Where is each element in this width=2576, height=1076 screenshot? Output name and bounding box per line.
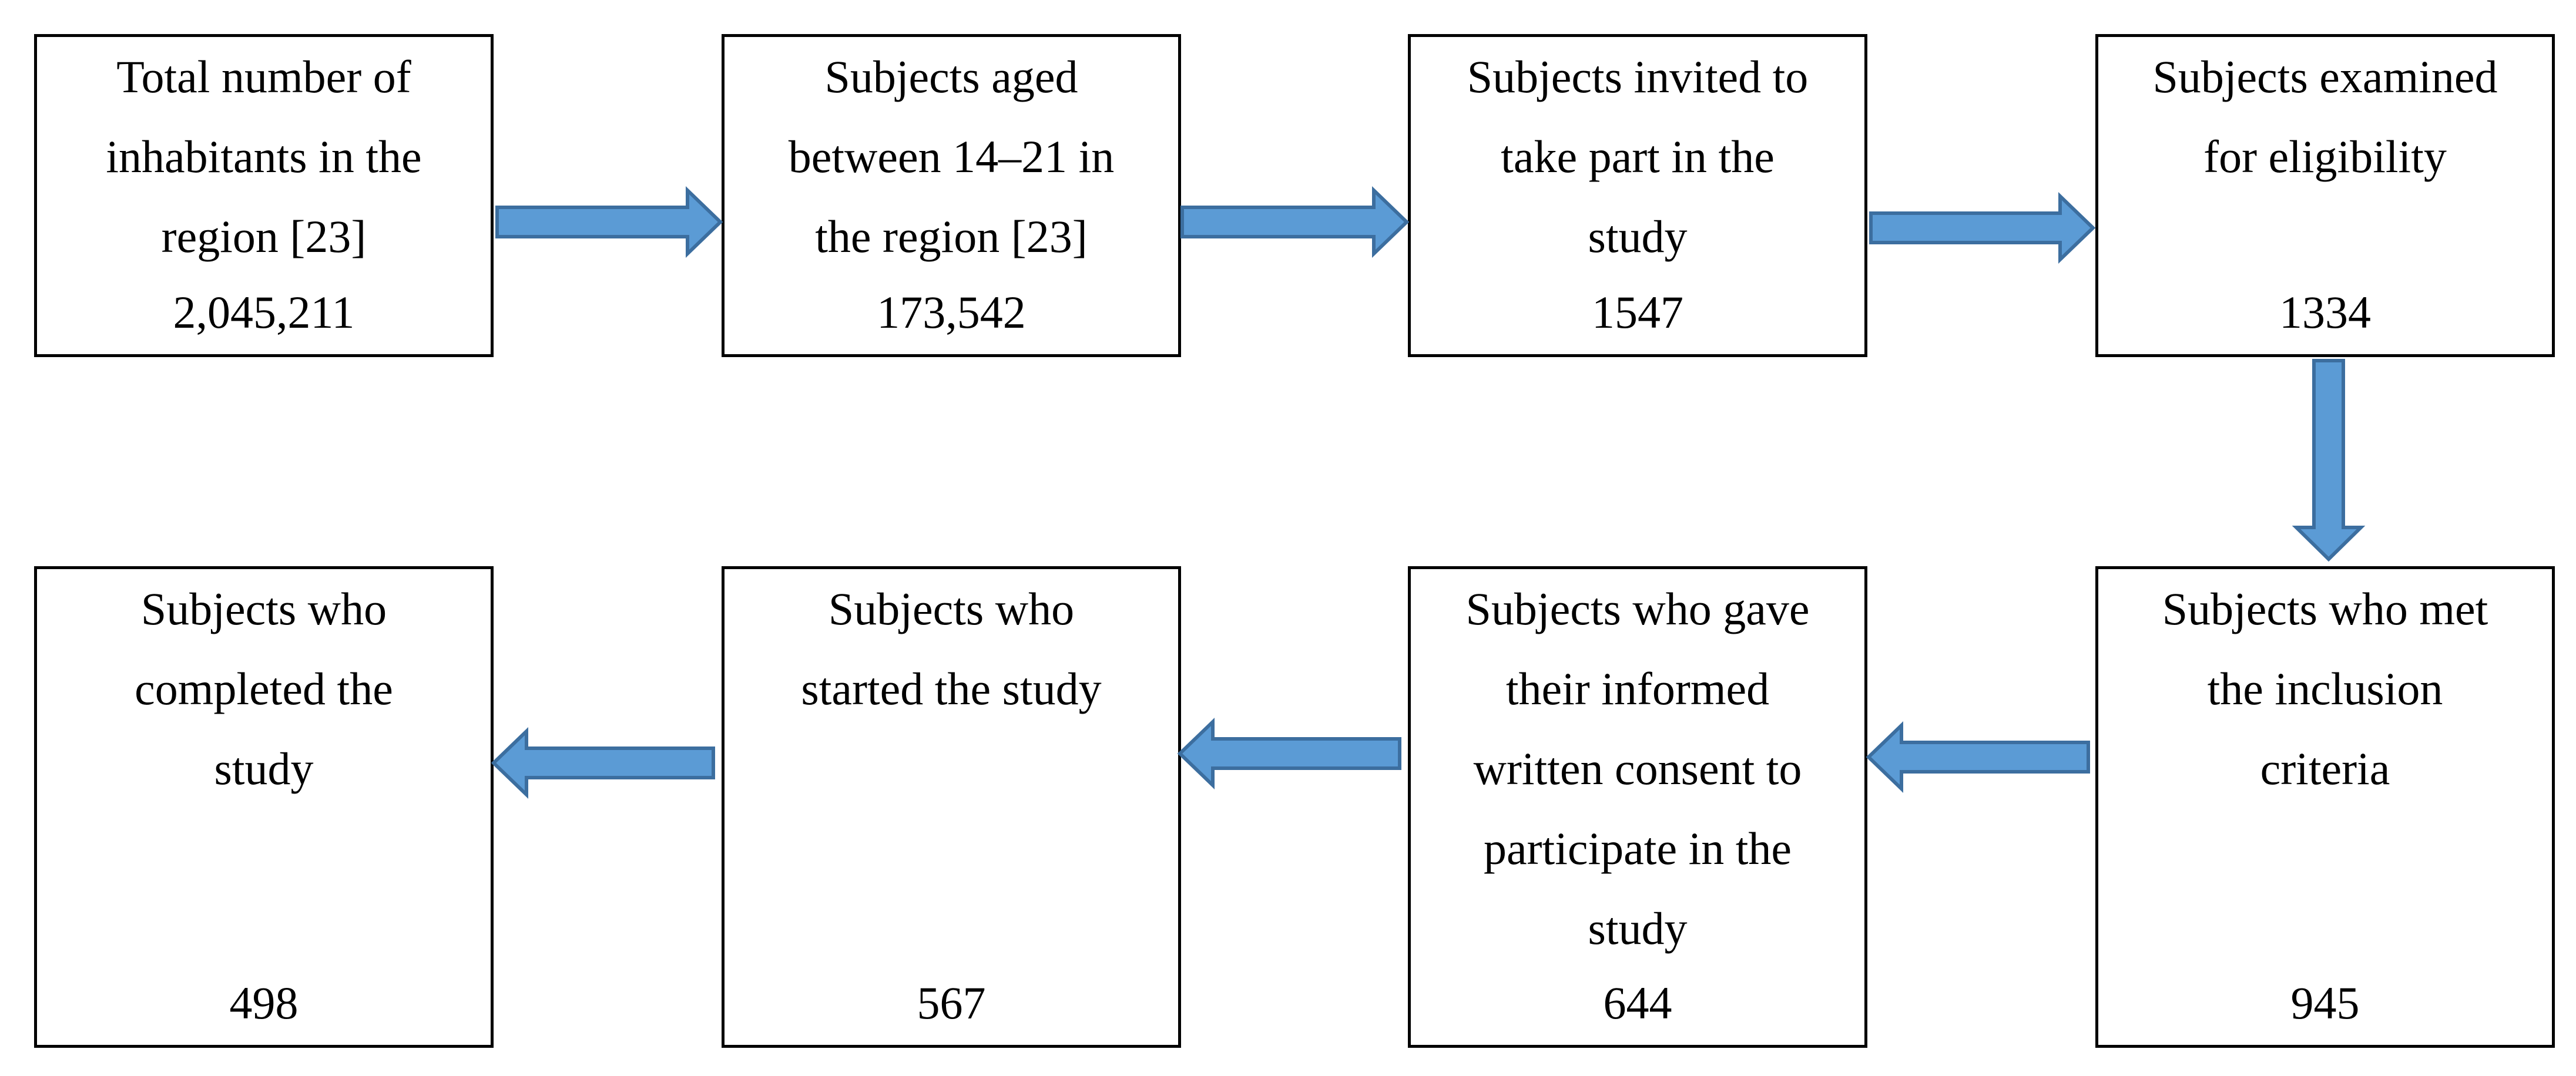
arrow-right-1-icon	[495, 186, 723, 258]
step-count: 567	[917, 977, 986, 1028]
step-subjects-aged-14-21: Subjects aged between 14–21 in the regio…	[722, 34, 1181, 357]
step-count: 2,045,211	[173, 287, 355, 338]
step-subjects-examined: Subjects examined for eligibility 1334	[2095, 34, 2555, 357]
arrow-right-3-icon	[1869, 191, 2096, 264]
arrow-right-2-icon	[1180, 186, 1410, 258]
step-completed-study: Subjects who completed the study 498	[34, 566, 494, 1048]
step-started-study: Subjects who started the study 567	[722, 566, 1181, 1048]
step-gave-informed-consent: Subjects who gave their informed written…	[1408, 566, 1867, 1048]
step-count: 644	[1603, 977, 1672, 1028]
arrow-left-2-icon	[1177, 717, 1401, 790]
step-total-inhabitants: Total number of inhabitants in the regio…	[34, 34, 494, 357]
step-label: Subjects who completed the study	[135, 583, 393, 794]
step-label: Total number of inhabitants in the regio…	[106, 51, 422, 262]
step-label: Subjects who met the inclusion criteria	[2162, 583, 2488, 794]
arrow-left-3-icon	[491, 727, 715, 799]
step-label: Subjects examined for eligibility	[2152, 51, 2498, 182]
step-label: Subjects who gave their informed written…	[1465, 583, 1810, 954]
arrow-left-1-icon	[1866, 721, 2090, 793]
step-count: 945	[2290, 977, 2360, 1028]
step-label: Subjects aged between 14–21 in the regio…	[788, 51, 1115, 262]
step-count: 1334	[2279, 287, 2371, 338]
step-label: Subjects invited to take part in the stu…	[1467, 51, 1809, 262]
step-count: 498	[229, 977, 298, 1028]
step-met-inclusion-criteria: Subjects who met the inclusion criteria …	[2095, 566, 2555, 1048]
step-count: 1547	[1592, 287, 1683, 338]
step-label: Subjects who started the study	[801, 583, 1102, 714]
step-subjects-invited: Subjects invited to take part in the stu…	[1408, 34, 1867, 357]
arrow-down-icon	[2292, 359, 2366, 562]
step-count: 173,542	[877, 287, 1026, 338]
